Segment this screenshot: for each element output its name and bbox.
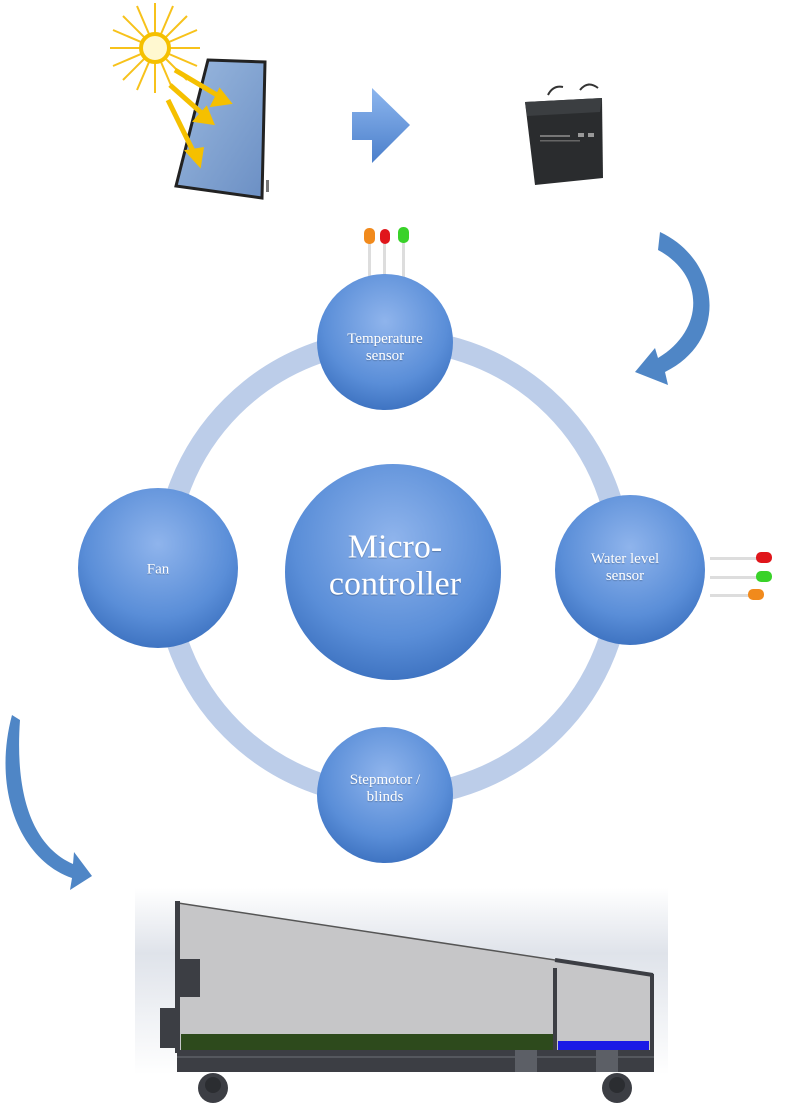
curved-arrow-icon: [635, 232, 710, 385]
curved-arrow-icon: [5, 715, 93, 890]
node-water-level-sensor: [555, 495, 705, 645]
fan-label: Fan: [146, 561, 170, 578]
microcontroller-label: Micro-controller: [328, 528, 462, 603]
node-stepmotor-blinds: [317, 727, 453, 863]
sun-icon: [110, 3, 200, 93]
right-arrow-icon: [352, 88, 410, 163]
led-icon: [710, 552, 772, 600]
led-icon: [364, 227, 409, 285]
node-microcontroller: [285, 464, 501, 680]
node-fan: [78, 488, 238, 648]
solar-panel-icon: [165, 58, 269, 200]
battery-icon: [525, 83, 603, 185]
node-temperature-sensor: [317, 274, 453, 410]
stepmotor-blinds-label: Stepmotor /blinds: [349, 771, 421, 805]
greenhouse-icon: [135, 888, 668, 1103]
